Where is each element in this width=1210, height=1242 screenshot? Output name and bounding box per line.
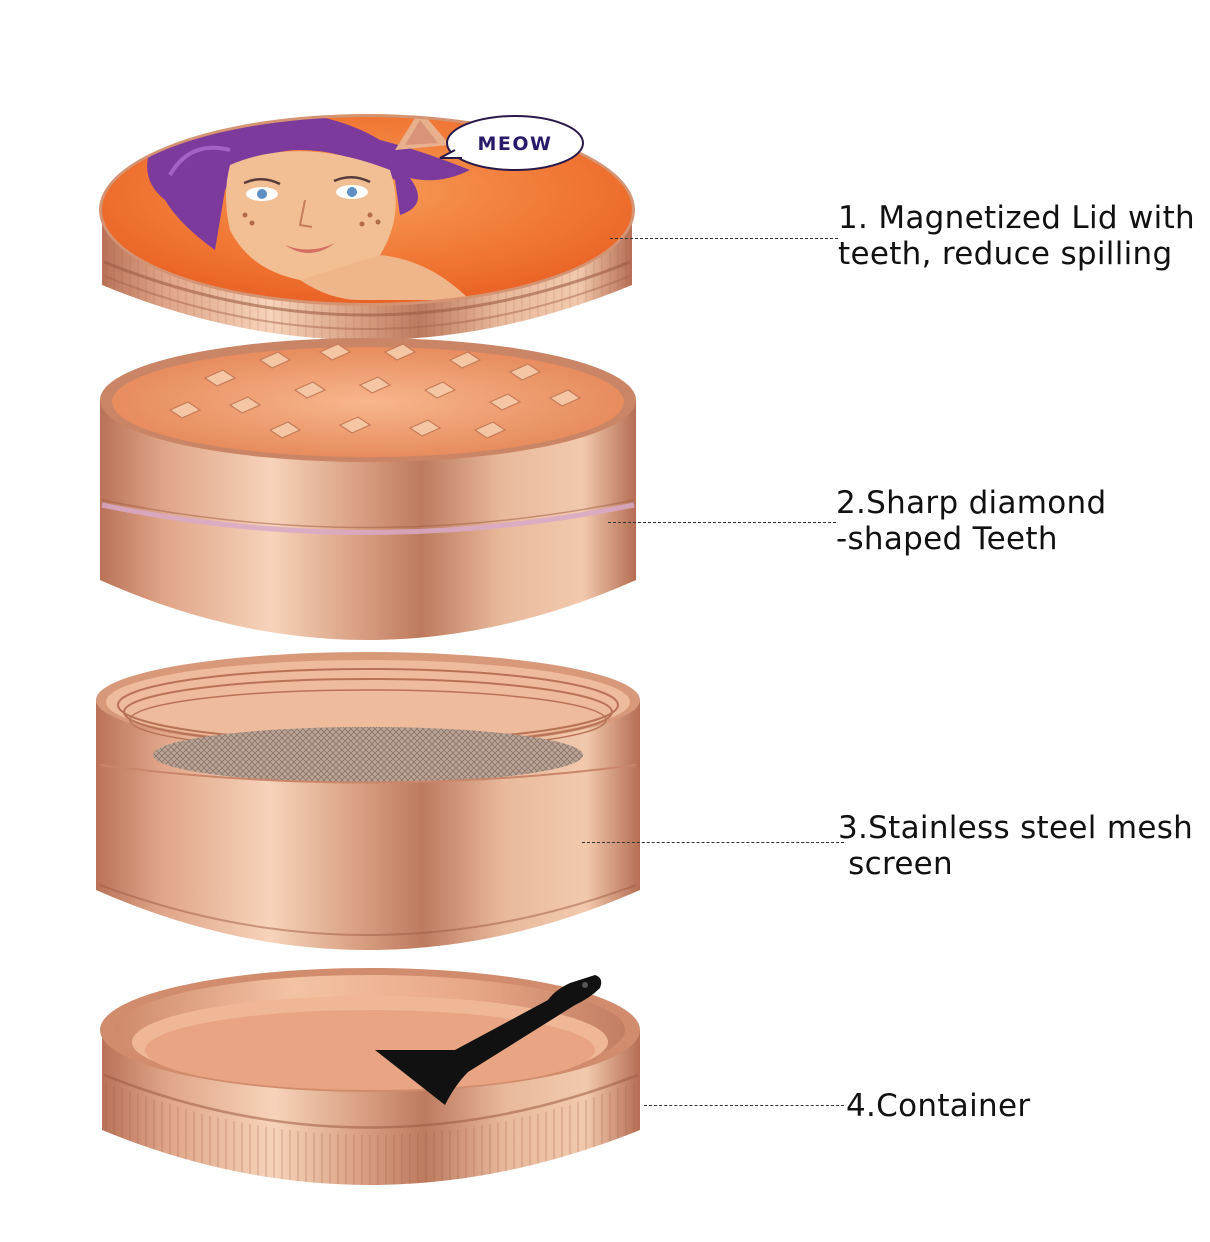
teeth-chamber-piece [100,338,636,640]
diamond-teeth [168,343,582,439]
callout-3-leader [582,842,844,843]
callout-2-line2: -shaped Teeth [836,521,1058,557]
scraper-tool [375,975,602,1105]
callout-1-line2: teeth, reduce spilling [838,236,1173,272]
callout-4-leader [644,1105,844,1106]
lid-piece: MEOW [99,114,635,340]
callout-4-line1: 4.Container [846,1088,1031,1124]
callout-4-label: 4.Container [846,1088,1030,1124]
callout-1-leader [610,238,838,239]
callout-1-label: 1. Magnetized Lid with teeth, reduce spi… [838,200,1195,272]
callout-1-line1: 1. Magnetized Lid with [838,200,1195,236]
speech-bubble: MEOW [439,115,584,171]
container-piece [100,968,640,1185]
callout-3-line2: screen [838,846,954,882]
callout-2-leader [608,522,836,523]
callout-3-label: 3.Stainless steel mesh screen [838,810,1193,882]
speech-bubble-text: MEOW [478,133,553,155]
callout-2-label: 2.Sharp diamond -shaped Teeth [836,485,1106,557]
steel-mesh-screen [153,727,583,783]
callout-3-line1: 3.Stainless steel mesh [838,810,1194,846]
mesh-screen-piece [96,652,640,950]
callout-2-line1: 2.Sharp diamond [836,485,1107,521]
